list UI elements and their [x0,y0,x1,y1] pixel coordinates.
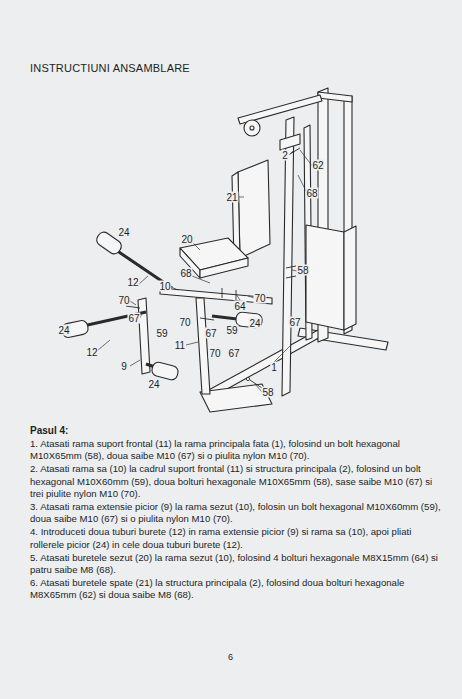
callout-number: 70 [253,293,266,304]
callout-number: 1 [270,362,278,373]
leader-line [98,150,313,392]
instruction-step: 5. Atasati buretele sezut (20) la rama s… [30,552,448,577]
callout-number: 68 [305,188,318,199]
instruction-step: 1. Atasati rama suport frontal (11) la r… [30,438,448,463]
seat-pad-front [180,248,200,278]
callout-number: 67 [127,313,140,324]
pulley [244,120,260,136]
instruction-step: 3. Atasati rama extensie picior (9) la r… [30,501,448,526]
weight-stack-side [344,226,356,330]
callout-number: 2 [281,150,289,161]
back-pad [238,160,270,258]
front-support [196,298,210,394]
step-heading: Pasul 4: [30,425,68,436]
instruction-step: 4. Introduceti doua tuburi burete (12) i… [30,526,448,551]
callout-number: 24 [117,227,130,238]
callout-number: 9 [120,361,128,372]
callout-number: 21 [225,192,238,203]
callout-number: 10 [158,281,171,292]
callout-number: 68 [179,268,192,279]
bracket [280,134,300,150]
callout-number: 64 [233,301,246,312]
callout-number: 70 [117,295,130,306]
callout-number: 20 [180,234,193,245]
weight-stack [306,225,344,330]
callout-number: 67 [227,348,240,359]
callout-number: 58 [261,387,274,398]
page-number: 6 [228,652,233,662]
page-title: INSTRUCTIUNI ANSAMBLARE [30,62,190,74]
callout-number: 12 [85,347,98,358]
callout-number: 67 [288,317,301,328]
callout-number: 24 [248,318,261,329]
callout-number: 24 [57,325,70,336]
callout-number: 67 [204,328,217,339]
bolt [126,148,300,388]
callout-number: 24 [147,379,160,390]
callout-number: 70 [178,317,191,328]
callout-number: 62 [311,160,324,171]
callout-number: 58 [296,265,309,276]
leg-extension [138,298,150,374]
callout-number: 70 [208,348,221,359]
instruction-step: 6. Atasati buretele spate (21) la struct… [30,577,448,602]
seat-frame [160,288,272,304]
callout-number: 11 [174,340,186,351]
callout-number: 12 [126,277,139,288]
top-beam [318,92,352,102]
main-post [282,117,294,396]
instruction-step: 2. Atasati rama sa (10) la cadrul suport… [30,463,448,500]
roller [61,230,263,381]
callout-number: 59 [155,328,168,339]
seat-pad-side [200,258,248,278]
callout-number: 59 [225,325,238,336]
pulley-axle [250,126,254,130]
